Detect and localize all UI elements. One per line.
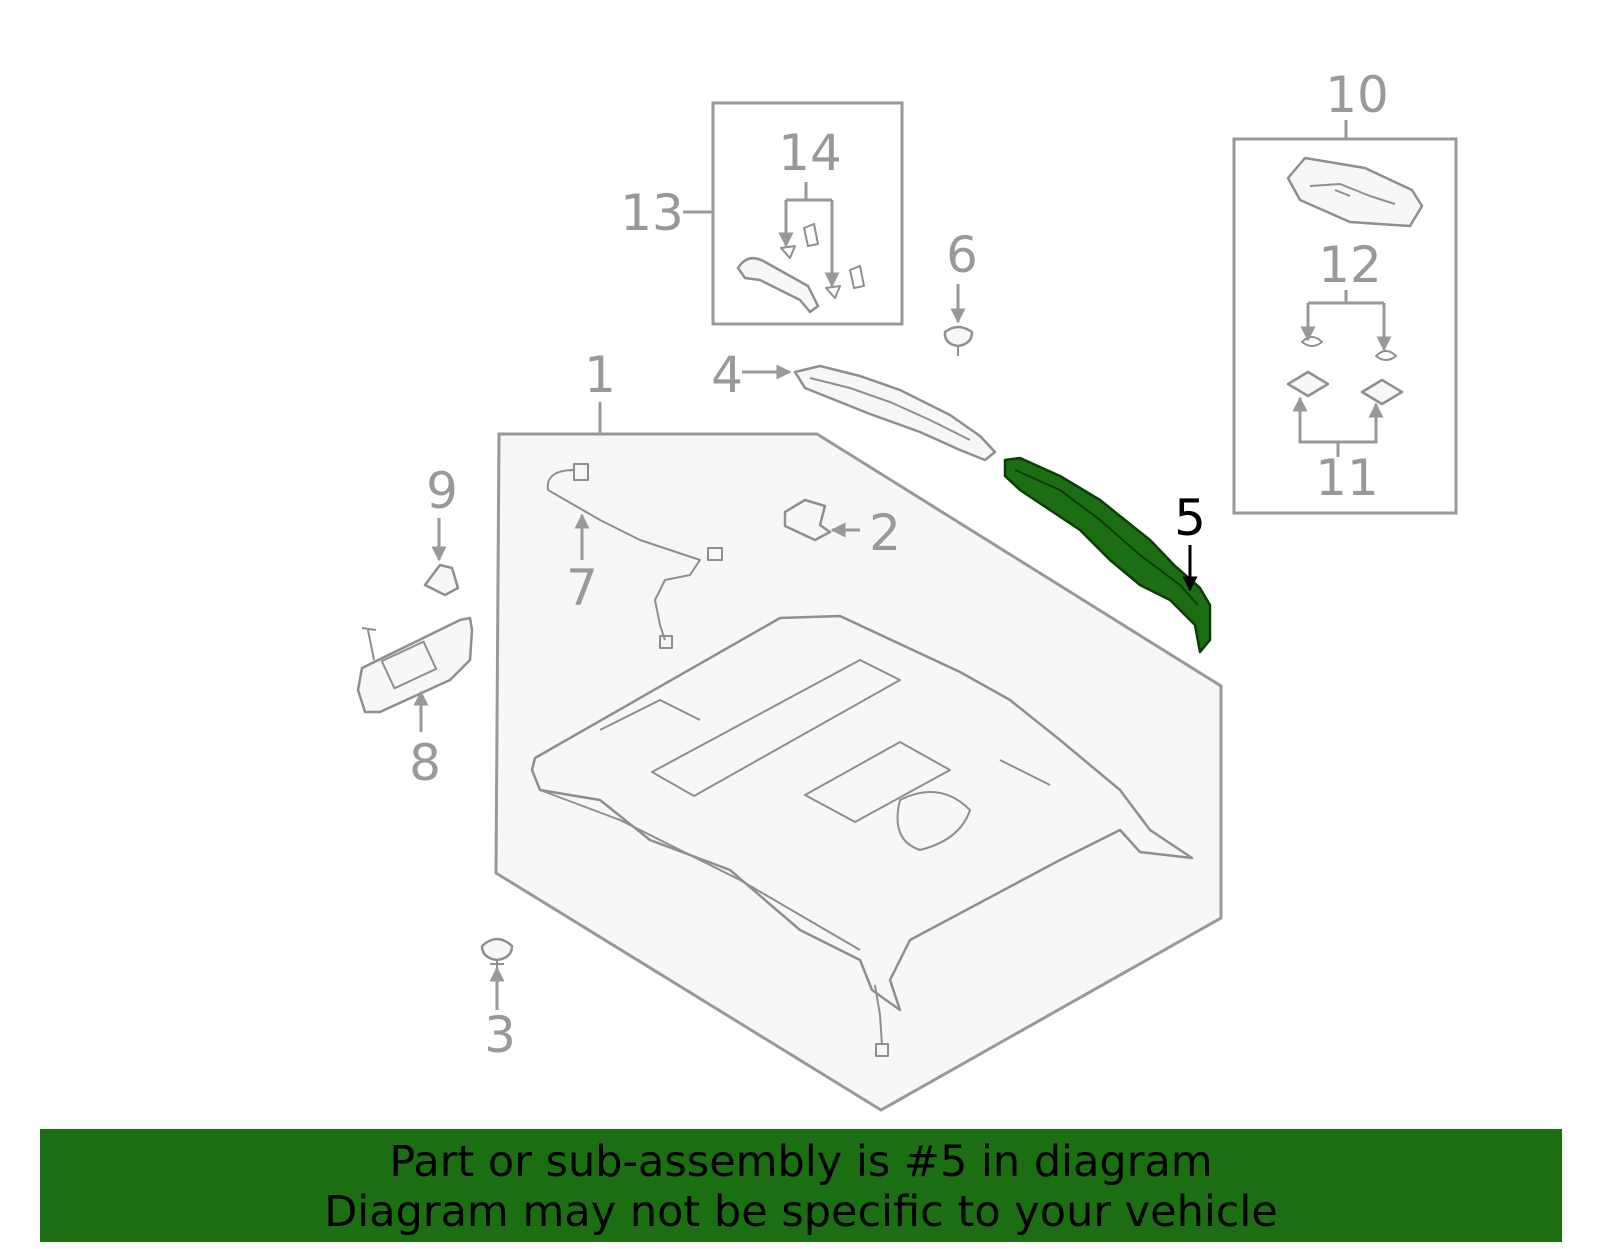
banner-line-2: Diagram may not be specific to your vehi… [324, 1187, 1278, 1237]
clip-part-2 [783, 498, 832, 542]
part-info-banner: Part or sub-assembly is #5 in diagram Di… [40, 1129, 1562, 1242]
callout-6: 6 [946, 226, 978, 284]
harness-connector-top [573, 463, 589, 481]
callout-1: 1 [584, 346, 616, 404]
dome-lamp-detail [1309, 183, 1396, 205]
headliner-edge-detail [539, 699, 1051, 951]
headliner [530, 614, 1194, 1012]
sun-visor [356, 616, 474, 714]
rail-bracket-4 [793, 364, 997, 462]
clip-part-9 [423, 563, 460, 597]
highlighted-bracket-5 [1003, 456, 1212, 654]
callout-14: 14 [778, 124, 842, 182]
grab-handle [736, 256, 820, 314]
rear-harness [874, 984, 883, 1046]
handle-cover-b [849, 265, 865, 289]
leader-12 [1308, 290, 1384, 305]
handle-cover-a [803, 223, 819, 247]
bulb-right [1375, 350, 1397, 361]
lens-right [1360, 378, 1404, 406]
callout-4: 4 [711, 346, 743, 404]
clip-part-6 [943, 325, 974, 348]
callout-11: 11 [1315, 449, 1379, 507]
callout-8: 8 [409, 734, 441, 792]
headliner-console-detail [896, 791, 971, 851]
leader-14 [786, 182, 832, 202]
wiring-harness [546, 469, 701, 641]
callout-2: 2 [869, 504, 901, 562]
headliner-group [494, 432, 1223, 1112]
rail-bracket-4-detail [809, 377, 971, 441]
callout-13: 13 [620, 184, 684, 242]
banner-line-1: Part or sub-assembly is #5 in diagram [389, 1137, 1213, 1187]
harness-connector-bottom [659, 635, 673, 649]
push-pin-part-3 [480, 937, 514, 962]
callout-3: 3 [484, 1006, 516, 1064]
callout-9: 9 [426, 462, 458, 520]
callout-5: 5 [1174, 489, 1206, 547]
rear-harness-connector [875, 1043, 889, 1057]
callout-10: 10 [1325, 66, 1389, 124]
vanity-mirror [380, 640, 438, 690]
callout-12: 12 [1318, 236, 1382, 294]
headliner-panel-detail [804, 741, 951, 823]
callout-7: 7 [566, 559, 598, 617]
harness-connector-right [707, 547, 723, 561]
visor-pivot [361, 627, 377, 661]
headliner-sunroof [651, 659, 901, 797]
lens-left [1286, 370, 1330, 398]
dome-lamp [1286, 156, 1424, 228]
